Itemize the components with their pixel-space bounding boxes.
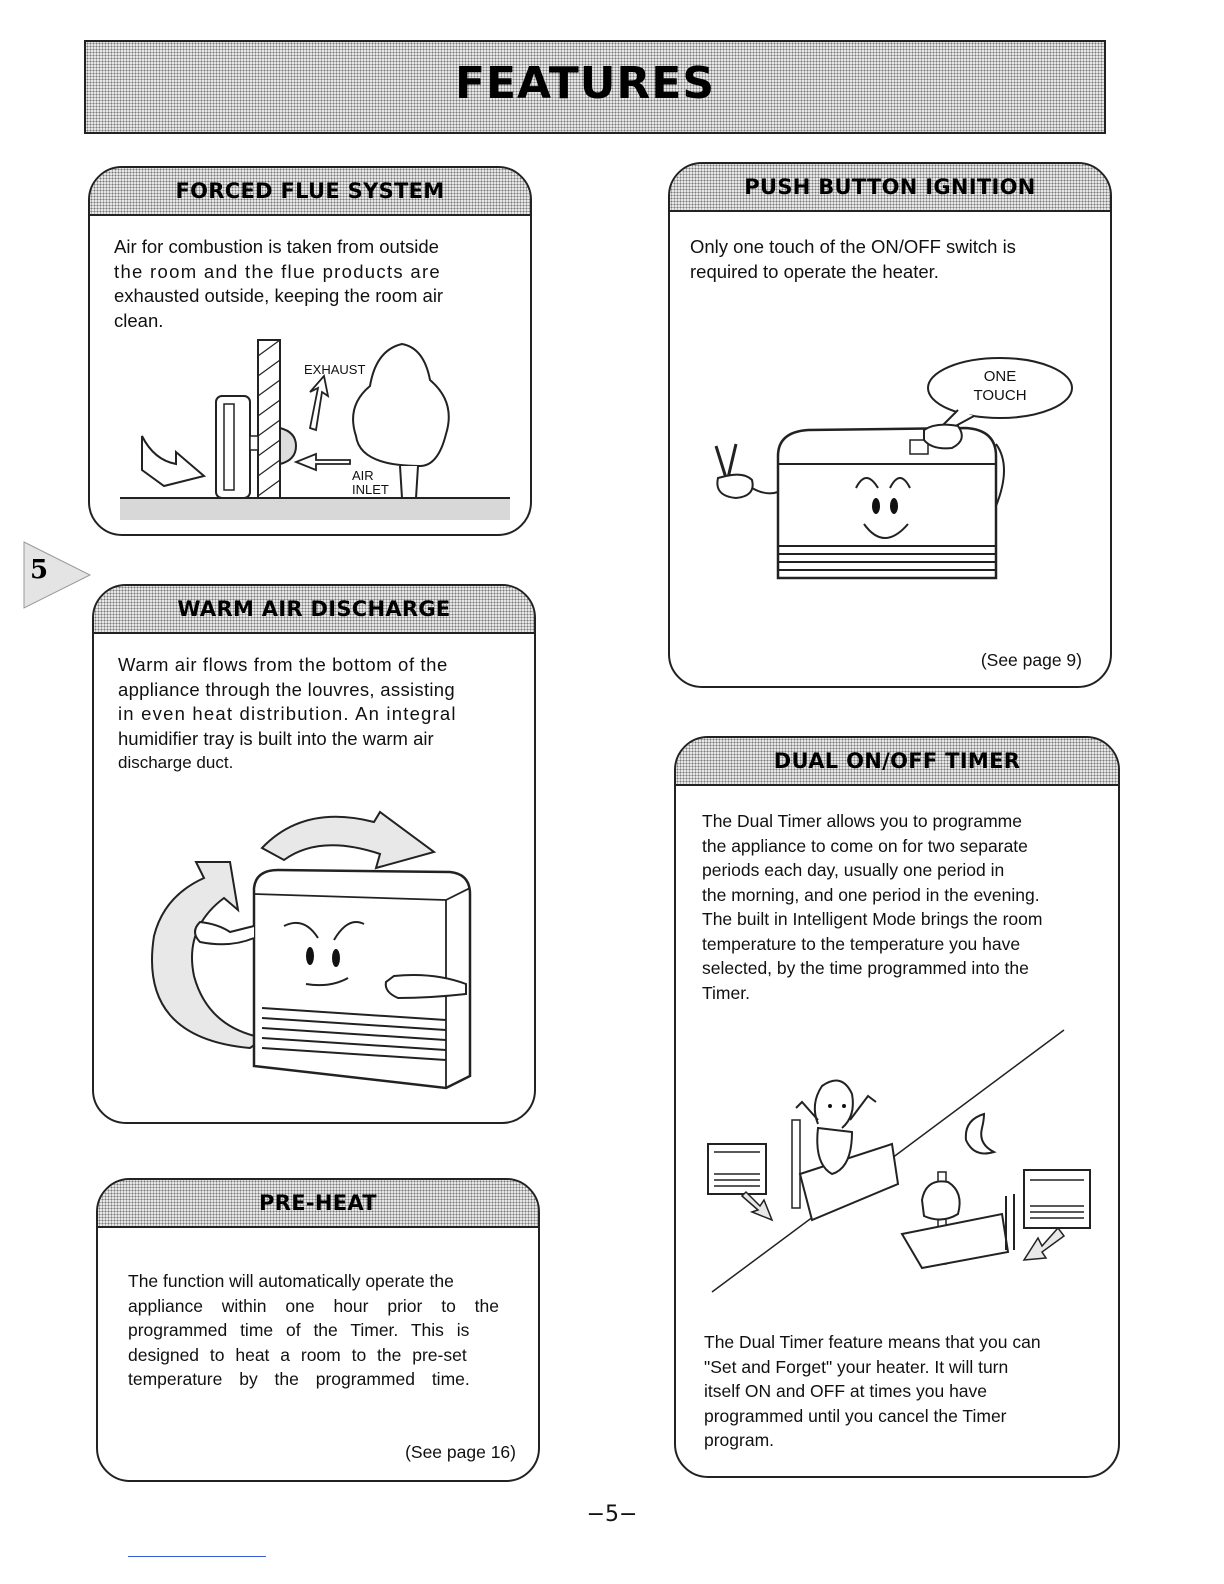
- pre-heat-heading-bar: PRE-HEAT: [98, 1180, 538, 1228]
- text-line: program.: [704, 1430, 775, 1450]
- page-title: FEATURES: [454, 57, 716, 109]
- pre-heat-see-page: (See page 16): [405, 1442, 516, 1462]
- dual-timer-illustration: [707, 1029, 1091, 1293]
- push-button-card: PUSH BUTTON IGNITION Only one touch of t…: [668, 162, 1112, 688]
- pre-heat-heading: PRE-HEAT: [259, 1191, 377, 1215]
- push-button-see-page: (See page 9): [980, 650, 1082, 670]
- text-line: Timer.: [702, 982, 750, 1003]
- text-line: designed to heat a room to the pre-set: [128, 1344, 467, 1365]
- dual-timer-text: The Dual Timer allows you to programme t…: [702, 809, 1110, 1005]
- flue-system-illustration: EXHAUST AIR INLET: [120, 339, 510, 520]
- push-button-heading-bar: PUSH BUTTON IGNITION: [670, 164, 1110, 212]
- exhaust-label: EXHAUST: [304, 362, 365, 377]
- text-line: clean.: [114, 309, 164, 331]
- text-line: The Dual Timer feature means that you ca…: [704, 1332, 1041, 1352]
- text-line: temperature to the temperature you have: [702, 933, 1021, 954]
- text-line: appliance within one hour prior to the: [128, 1295, 499, 1316]
- text-line: humidifier tray is built into the warm a…: [118, 727, 434, 749]
- text-line: exhausted outside, keeping the room air: [114, 285, 444, 306]
- text-line: The built in Intelligent Mode brings the…: [702, 909, 1043, 929]
- warm-air-heading: WARM AIR DISCHARGE: [177, 597, 451, 621]
- forced-flue-heading-bar: FORCED FLUE SYSTEM: [90, 168, 530, 216]
- text-line: required to operate the heater.: [690, 260, 939, 282]
- side-tab-number: 5: [30, 555, 49, 585]
- pre-heat-text: The function will automatically operate …: [128, 1269, 528, 1392]
- bottom-rule: [128, 1556, 266, 1557]
- push-button-heading: PUSH BUTTON IGNITION: [744, 175, 1036, 199]
- warm-air-card: WARM AIR DISCHARGE Warm air flows from t…: [92, 584, 536, 1124]
- dual-timer-card: DUAL ON/OFF TIMER The Dual Timer allows …: [674, 736, 1120, 1478]
- air-label: AIR: [352, 468, 374, 483]
- text-line: the room and the flue products are: [114, 260, 442, 282]
- dual-timer-heading-bar: DUAL ON/OFF TIMER: [676, 738, 1118, 786]
- bubble-line-2: TOUCH: [973, 387, 1026, 404]
- bubble-line-1: ONE: [984, 368, 1017, 385]
- text-line: itself ON and OFF at times you have: [704, 1381, 988, 1401]
- forced-flue-card: FORCED FLUE SYSTEM Air for combustion is…: [88, 166, 532, 536]
- text-line: The Dual Timer allows you to programme: [702, 811, 1022, 831]
- text-line: in even heat distribution. An integral: [118, 703, 457, 724]
- inlet-label: INLET: [352, 482, 389, 497]
- text-line: periods each day, usually one period in: [702, 860, 1005, 880]
- heater-character-illustration: ONE TOUCH: [714, 357, 1073, 580]
- text-line: appliance through the louvres, assisting: [118, 678, 455, 700]
- warm-air-illustration: [151, 810, 472, 1090]
- page-tab-marker: [23, 541, 92, 609]
- text-line: the appliance to come on for two separat…: [702, 835, 1028, 856]
- forced-flue-text: Air for combustion is taken from outside…: [114, 235, 518, 333]
- pre-heat-card: PRE-HEAT The function will automatically…: [96, 1178, 540, 1482]
- text-line: Warm air flows from the bottom of the: [118, 654, 448, 675]
- dual-timer-heading: DUAL ON/OFF TIMER: [773, 749, 1021, 773]
- text-line: "Set and Forget" your heater. It will tu…: [704, 1356, 1009, 1377]
- text-line: Air for combustion is taken from outside: [114, 236, 439, 257]
- text-line: selected, by the time programmed into th…: [702, 958, 1029, 978]
- text-line: discharge duct.: [118, 753, 234, 772]
- text-line: programmed time of the Timer. This is: [128, 1320, 470, 1340]
- text-line: programmed until you cancel the Timer: [704, 1405, 1007, 1426]
- features-banner: FEATURES: [84, 40, 1106, 134]
- push-button-text: Only one touch of the ON/OFF switch is r…: [690, 235, 1096, 284]
- page-number: −5−: [586, 1502, 638, 1527]
- text-line: temperature by the programmed time.: [128, 1369, 470, 1389]
- warm-air-text: Warm air flows from the bottom of the ap…: [118, 653, 522, 776]
- text-line: The function will automatically operate …: [128, 1271, 454, 1291]
- text-line: Only one touch of the ON/OFF switch is: [690, 236, 1016, 257]
- warm-air-heading-bar: WARM AIR DISCHARGE: [94, 586, 534, 634]
- dual-timer-text-2: The Dual Timer feature means that you ca…: [704, 1330, 1112, 1453]
- forced-flue-heading: FORCED FLUE SYSTEM: [175, 179, 445, 203]
- text-line: the morning, and one period in the eveni…: [702, 884, 1040, 905]
